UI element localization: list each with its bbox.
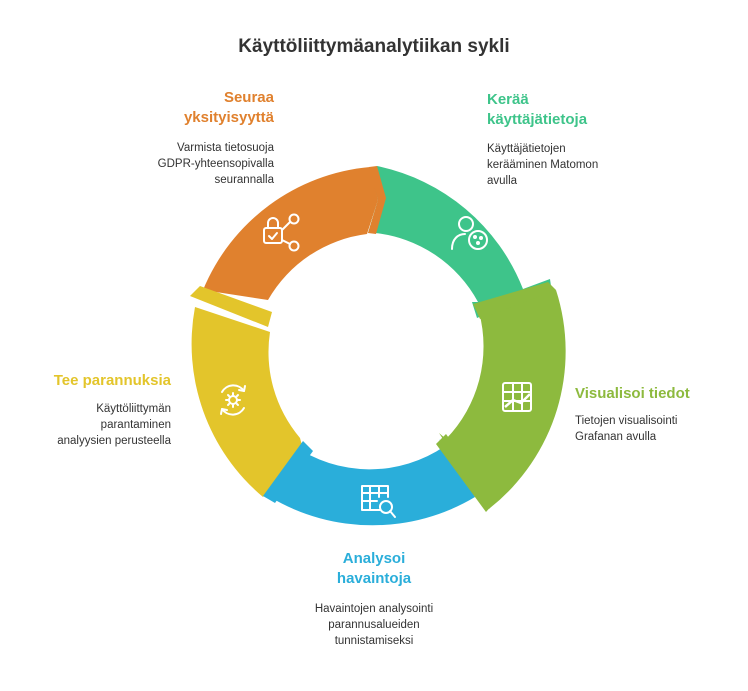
connector-analyze-improve bbox=[263, 441, 313, 503]
table-search-icon bbox=[361, 485, 396, 518]
stage-desc-analyze: Havaintojen analysointi parannusalueiden… bbox=[314, 603, 434, 647]
segment-collect bbox=[368, 166, 551, 318]
stage-desc-visualize: Tietojen visualisointi Grafanan avulla bbox=[575, 415, 678, 443]
segment-privacy bbox=[203, 167, 378, 300]
stage-title-improve: Tee parannuksia bbox=[53, 372, 171, 389]
user-data-icon bbox=[451, 216, 488, 250]
stage-desc-privacy: Varmista tietosuoja GDPR-yhteensopivalla… bbox=[157, 142, 274, 186]
chart-icon bbox=[502, 382, 532, 412]
gear-cycle-icon bbox=[220, 384, 246, 416]
connector-collect-visualize bbox=[473, 282, 556, 319]
lock-share-icon bbox=[263, 213, 300, 252]
segment-improve bbox=[191, 307, 303, 497]
stage-title-collect: Kerää käyttäjätietoja bbox=[487, 91, 588, 128]
diagram-title: Käyttöliittymäanalytiikan sykli bbox=[238, 36, 510, 57]
segment-analyze bbox=[270, 439, 475, 526]
connector-improve-privacy bbox=[190, 286, 272, 327]
stage-title-visualize: Visualisoi tiedot bbox=[575, 385, 690, 402]
connector-visualize-analyze bbox=[436, 434, 495, 512]
stage-title-privacy: Seuraa yksityisyyttä bbox=[183, 89, 274, 126]
stage-title-analyze: Analysoi havaintoja bbox=[336, 550, 412, 587]
connector-privacy-collect bbox=[368, 166, 386, 234]
stage-desc-collect: Käyttäjätietojen kerääminen Matomon avul… bbox=[487, 143, 599, 187]
stage-desc-improve: Käyttöliittymän parantaminen analyysien … bbox=[57, 403, 171, 447]
